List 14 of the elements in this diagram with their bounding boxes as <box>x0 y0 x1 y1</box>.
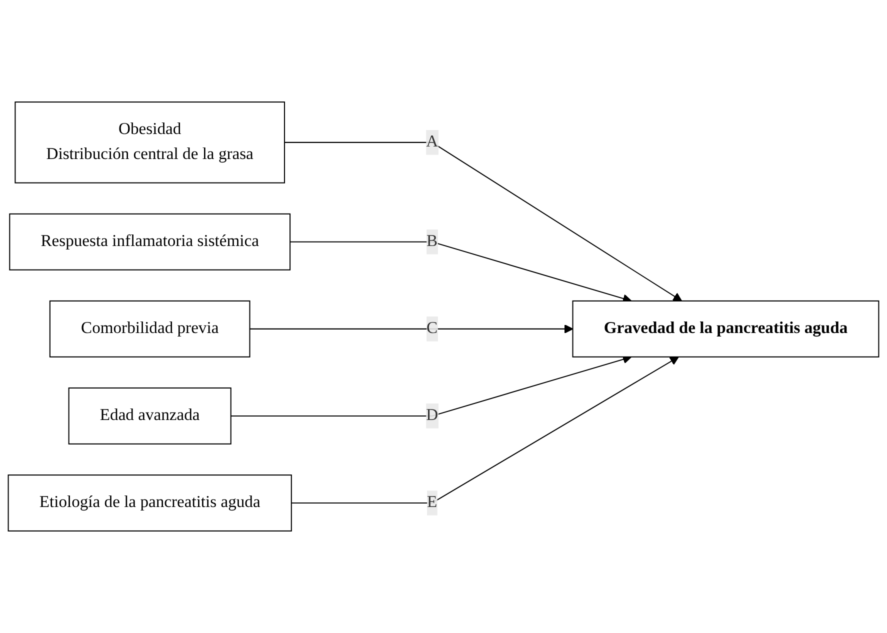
node-box: Comorbilidad previa <box>49 300 250 358</box>
arrow <box>284 142 682 302</box>
edge-label: A <box>426 133 438 151</box>
node-box: Etiología de la pancreatitis aguda <box>8 474 292 532</box>
edge-label: D <box>426 406 438 424</box>
node-box: Obesidad Distribución central de la grasa <box>14 102 286 184</box>
edge-label: C <box>426 320 438 338</box>
edge-label: E <box>427 494 438 512</box>
arrow <box>250 324 574 334</box>
node-box: Respuesta inflamatoria sistémica <box>9 213 291 270</box>
arrow <box>291 356 679 504</box>
node-box: Gravedad de la pancreatitis aguda <box>572 300 880 358</box>
edge-label: B <box>426 232 438 250</box>
node-box: Edad avanzada <box>68 387 232 444</box>
